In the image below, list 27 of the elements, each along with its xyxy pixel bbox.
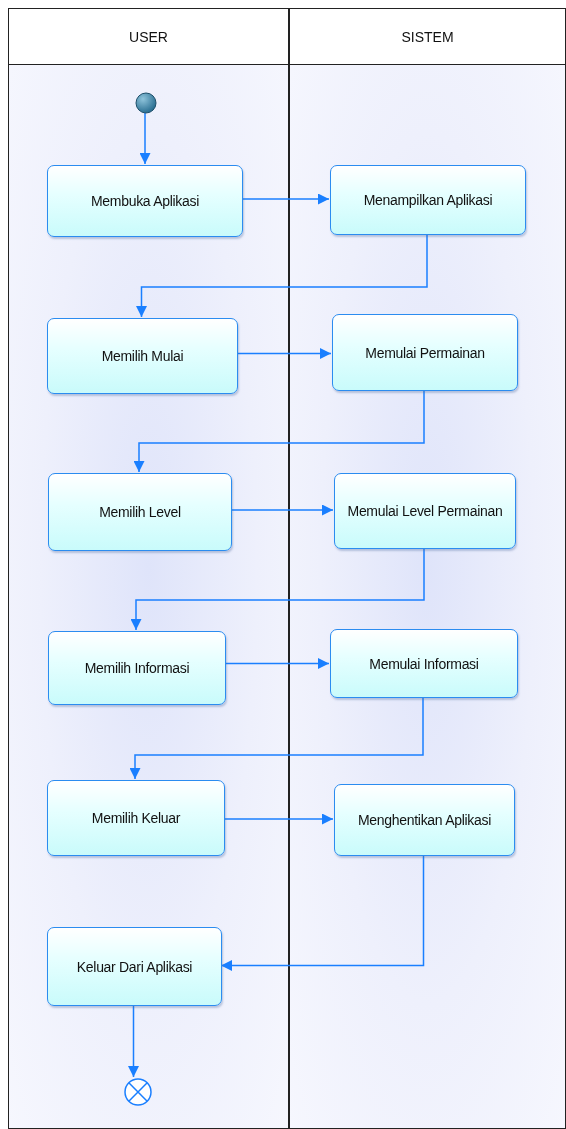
arrow bbox=[130, 547, 425, 631]
arrow bbox=[230, 504, 334, 516]
swimlane bbox=[289, 8, 566, 1129]
arrow bbox=[136, 233, 428, 318]
arrow bbox=[220, 854, 425, 971]
activity-box: Memulai Level Permainan bbox=[334, 473, 516, 549]
activity-box: Memulai Informasi bbox=[330, 629, 518, 698]
activity-box: Menghentikan Aplikasi bbox=[334, 784, 515, 856]
arrow bbox=[223, 813, 334, 825]
activity-box: Membuka Aplikasi bbox=[47, 165, 243, 237]
arrow bbox=[128, 1004, 139, 1078]
activity-box: Menampilkan Aplikasi bbox=[330, 165, 526, 235]
swimlane bbox=[8, 8, 289, 1129]
arrow bbox=[224, 658, 330, 669]
activity-box: Memulai Permainan bbox=[332, 314, 518, 391]
activity-box: Memilih Keluar bbox=[47, 780, 225, 856]
activity-box: Memilih Informasi bbox=[48, 631, 226, 705]
arrow bbox=[236, 348, 332, 359]
activity-box: Memilih Level bbox=[48, 473, 232, 551]
arrow bbox=[129, 696, 424, 780]
arrow bbox=[133, 389, 425, 473]
arrow bbox=[139, 112, 151, 165]
arrow bbox=[241, 193, 330, 205]
activity-box: Memilih Mulai bbox=[47, 318, 238, 394]
lane-header: SISTEM bbox=[290, 9, 565, 65]
activity-box: Keluar Dari Aplikasi bbox=[47, 927, 222, 1006]
lane-header: USER bbox=[9, 9, 288, 65]
